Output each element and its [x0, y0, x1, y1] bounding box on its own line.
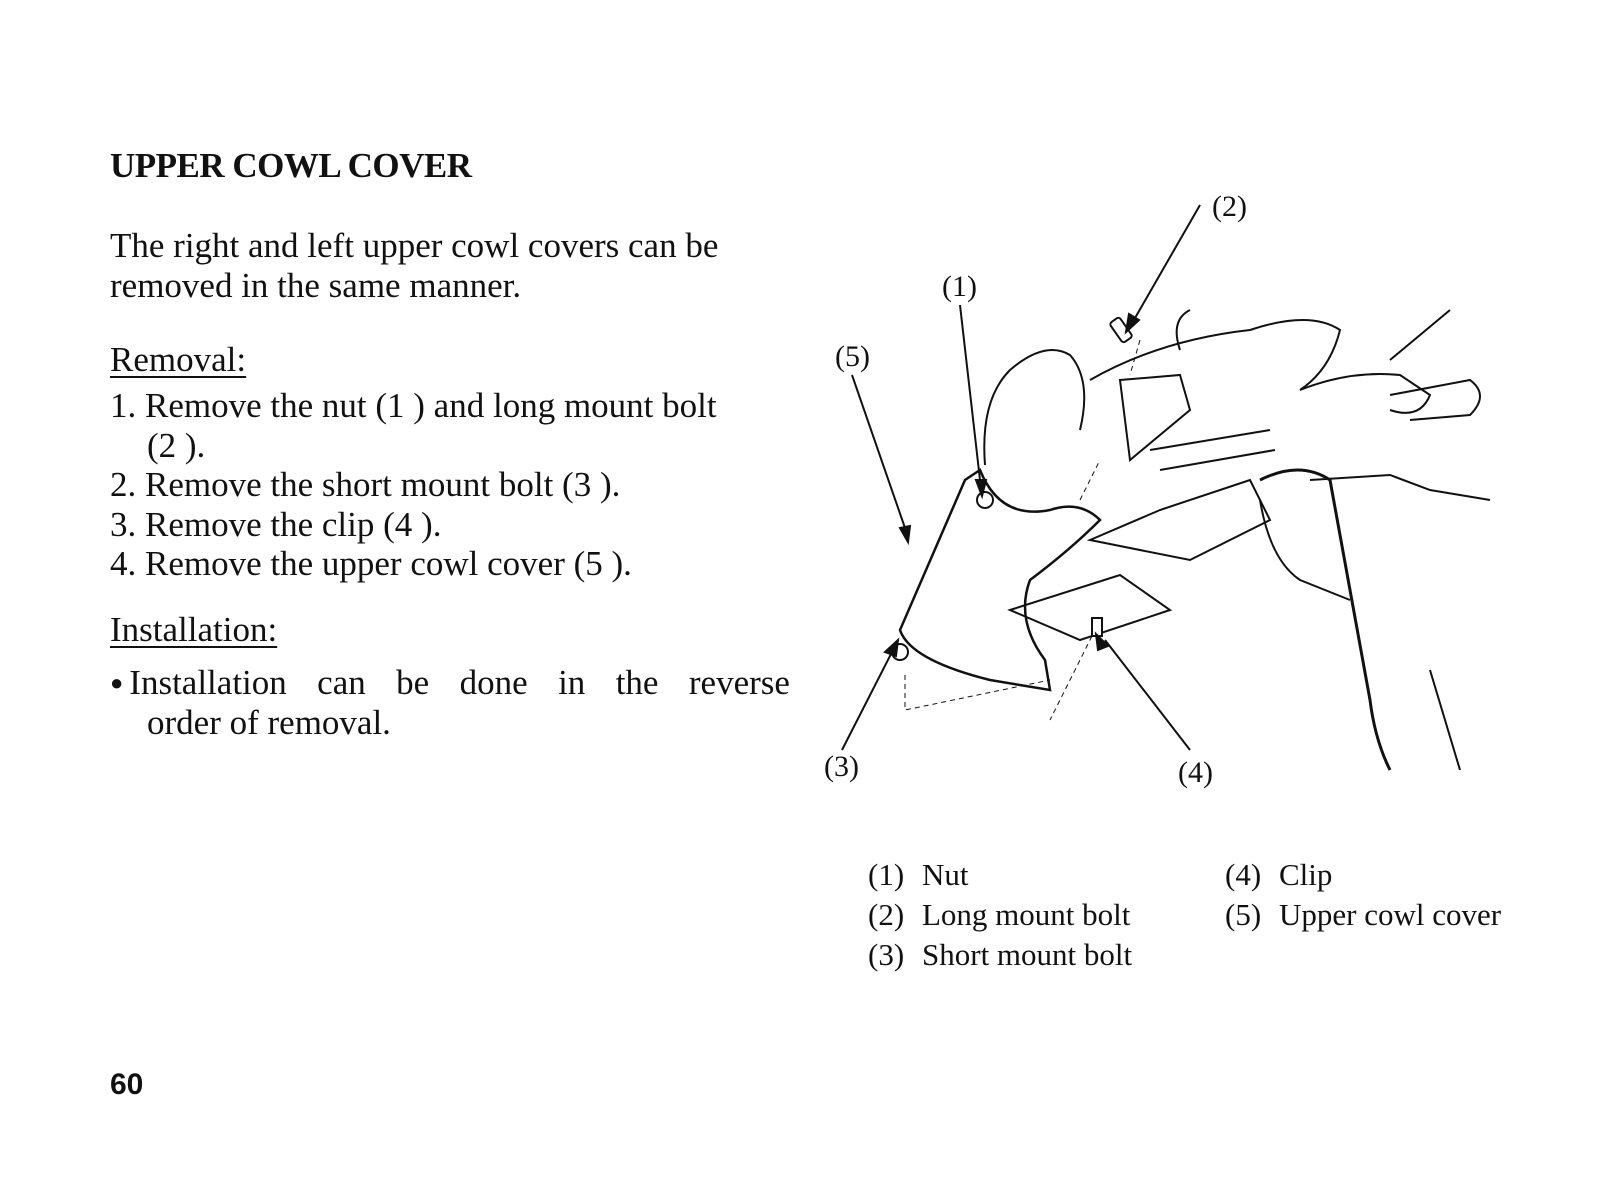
arrow-2 — [1124, 312, 1141, 335]
legend-item: (4) Clip — [1225, 855, 1501, 895]
installation-bullet: ●Installation can be done in the reverse… — [110, 663, 790, 743]
removal-step-1-cont: (2 ). — [147, 425, 206, 465]
legend-num: (2) — [868, 897, 905, 932]
callout-1: (1) — [942, 270, 977, 303]
upper-right-line — [1389, 309, 1451, 361]
callout-3: (3) — [824, 750, 859, 783]
legend-num: (1) — [868, 857, 905, 892]
removal-step-3: 3. Remove the clip (4 ). — [110, 504, 442, 544]
intro-paragraph: The right and left upper cowl covers can… — [110, 226, 719, 305]
removal-step-1: 1. Remove the nut (1 ) and long mount bo… — [110, 386, 717, 425]
bullet-word: the — [615, 663, 659, 702]
bullet-icon: ● — [110, 670, 124, 695]
fairing-top — [1089, 319, 1342, 391]
installation-bullet-line: ●Installation can be done in the reverse — [110, 663, 790, 703]
lever — [1299, 373, 1432, 414]
legend-text: Upper cowl cover — [1279, 897, 1502, 932]
nut-icon — [976, 491, 994, 509]
leader-1 — [959, 304, 981, 481]
legend-text: Long mount bolt — [922, 897, 1131, 932]
guide-line-1 — [1079, 459, 1101, 501]
handlebar — [1259, 468, 1392, 771]
bullet-word: reverse — [688, 663, 790, 702]
guide-line-2 — [1129, 339, 1141, 376]
cowl-illustration: (1) (2) (3) (4) (5) — [824, 180, 1550, 820]
grip — [1389, 378, 1481, 421]
callout-2: (2) — [1212, 190, 1247, 223]
legend-item: (5) Upper cowl cover — [1225, 895, 1501, 935]
bullet-word: in — [558, 663, 586, 702]
bullet-word: Installation — [129, 663, 287, 702]
legend-item: (2) Long mount bolt — [868, 895, 1132, 935]
arrow-5 — [898, 524, 912, 546]
leader-5 — [851, 374, 906, 529]
legend-right: (4) Clip (5) Upper cowl cover — [1225, 855, 1501, 935]
installation-bullet-cont: order of removal. — [147, 703, 391, 742]
mirror-outline — [983, 349, 1086, 466]
leader-3 — [841, 651, 893, 751]
bullet-word: done — [459, 663, 528, 702]
removal-step-4: 4. Remove the upper cowl cover (5 ). — [110, 544, 632, 583]
legend-item: (3) Short mount bolt — [868, 935, 1132, 975]
arrow-3 — [883, 637, 900, 658]
arrow-1 — [974, 479, 988, 500]
leader-4 — [1104, 639, 1191, 751]
callout-4: (4) — [1178, 756, 1213, 789]
legend-num: (5) — [1225, 897, 1262, 932]
legend-item: (1) Nut — [868, 855, 1132, 895]
handlebar-grip-line — [1429, 669, 1461, 771]
installation-heading: Installation: — [110, 610, 278, 649]
bullet-word: be — [396, 663, 430, 702]
cowl-drawing — [841, 204, 1491, 771]
clip-icon — [1091, 617, 1103, 637]
guide-line-3 — [904, 675, 1051, 711]
legend-text: Clip — [1279, 857, 1333, 892]
removal-step-2: 2. Remove the short mount bolt (3 ). — [110, 465, 621, 504]
legend-num: (3) — [868, 937, 905, 972]
callout-5: (5) — [835, 340, 870, 373]
legend-num: (4) — [1225, 857, 1262, 892]
upper-cowl-cover-shape — [898, 468, 1102, 692]
inner-frame — [1086, 478, 1272, 562]
section-title: UPPER COWL COVER — [110, 146, 472, 185]
leader-2 — [1134, 204, 1201, 319]
legend-text: Nut — [922, 857, 969, 892]
legend-text: Short mount bolt — [922, 937, 1133, 972]
removal-heading: Removal: — [110, 340, 247, 379]
bars — [1149, 429, 1276, 471]
cable — [1259, 499, 1351, 601]
arrow-4 — [1094, 631, 1110, 652]
removal-steps: 1. Remove the nut (1 ) and long mount bo… — [110, 386, 790, 584]
inner-bracket — [1118, 373, 1192, 462]
right-contour — [1309, 473, 1491, 501]
legend-left: (1) Nut (2) Long mount bolt (3) Short mount… — [868, 855, 1132, 975]
mount-tab — [1175, 309, 1191, 351]
bullet-word: can — [317, 663, 366, 702]
cowl-panel — [1007, 573, 1173, 642]
page-number: 60 — [110, 1068, 144, 1101]
